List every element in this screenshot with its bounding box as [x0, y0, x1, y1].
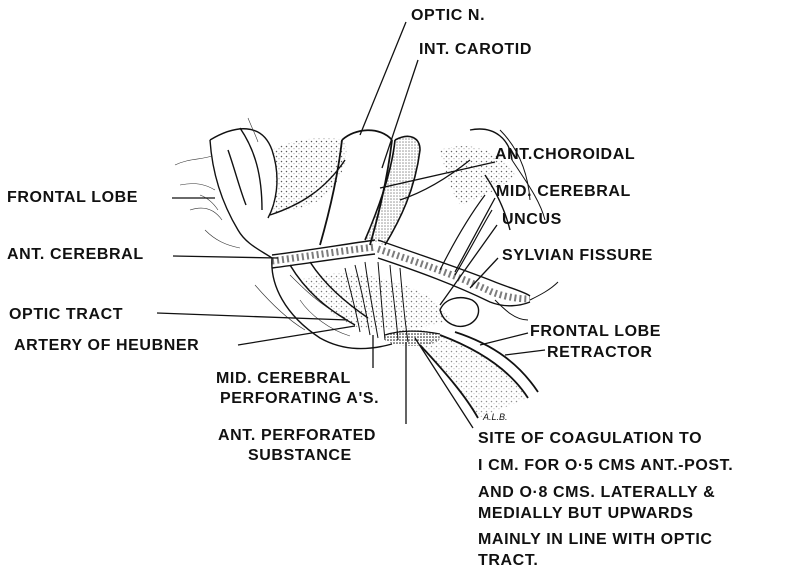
label-coagulation-site-line4: MEDIALLY BUT UPWARDS	[478, 505, 694, 523]
label-coagulation-site-line3: AND O·8 CMS. LATERALLY &	[478, 484, 715, 502]
label-mid-cerebral-perforating-line1: MID. CEREBRAL	[216, 370, 351, 388]
label-internal-carotid: INT. CAROTID	[419, 41, 532, 59]
label-artery-of-heubner: ARTERY OF HEUBNER	[14, 337, 199, 355]
label-mid-cerebral-perforating-line2: PERFORATING A'S.	[220, 390, 379, 408]
label-middle-cerebral: MID. CEREBRAL	[496, 183, 631, 201]
anterior-cerebral-artery	[272, 240, 375, 268]
label-coagulation-site-line5: MAINLY IN LINE WITH OPTIC	[478, 531, 713, 549]
label-anterior-choroidal: ANT.CHOROIDAL	[495, 146, 635, 164]
label-sylvian-fissure: SYLVIAN FISSURE	[502, 247, 653, 265]
label-frontal-lobe-retractor-line2: RETRACTOR	[547, 344, 653, 362]
label-anterior-perforated-line2: SUBSTANCE	[248, 447, 352, 465]
label-optic-tract: OPTIC TRACT	[9, 306, 123, 324]
label-optic-nerve: OPTIC N.	[411, 7, 485, 25]
retractor-hatching	[420, 335, 528, 418]
label-frontal-lobe: FRONTAL LOBE	[7, 189, 138, 207]
label-coagulation-site-line2: I CM. FOR O·5 CMS ANT.-POST.	[478, 457, 733, 475]
label-frontal-lobe-retractor-line1: FRONTAL LOBE	[530, 323, 661, 341]
label-anterior-cerebral: ANT. CEREBRAL	[7, 246, 144, 264]
artist-initials: A.L.B.	[482, 412, 508, 422]
label-anterior-perforated-line1: ANT. PERFORATED	[218, 427, 376, 445]
label-coagulation-site-line6: TRACT.	[478, 552, 538, 570]
label-uncus: UNCUS	[502, 211, 562, 229]
label-coagulation-site-line1: SITE OF COAGULATION TO	[478, 430, 702, 448]
